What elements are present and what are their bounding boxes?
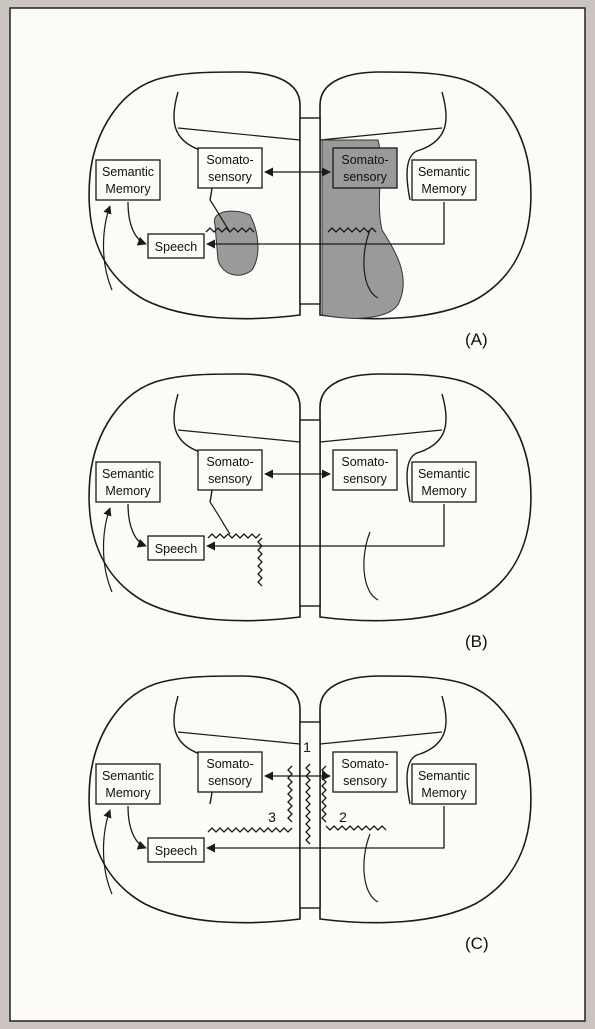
zigzag-left [205,227,255,233]
right-fissure-line [319,731,443,745]
semantic-right-l1: Semantic [418,165,470,179]
arrow-semantic-to-speech [127,503,147,548]
box-somatosensory-right [332,751,398,793]
zigzag-lesion-3-vertical [287,765,293,823]
right-fissure-line [319,127,443,141]
zigzag-lesion-2-vertical [321,765,327,823]
somatosensory-left-l2: sensory [208,170,253,184]
box-somatosensory-left [197,751,263,793]
corpus-callosum [299,419,321,607]
right-inner-contour [406,695,447,805]
somatosensory-left-l2: sensory [208,472,253,486]
somatosensory-right-l2: sensory [343,170,388,184]
box-somatosensory-left [197,147,263,189]
somatosensory-right-l1: Somato- [341,153,388,167]
right-inner-contour [406,91,447,201]
path-right-descending [363,229,379,299]
speech-label: Speech [155,844,197,858]
arrow-right-to-speech [206,202,445,249]
somatosensory-right-l1: Somato- [341,455,388,469]
corpus-callosum [299,117,321,305]
somatosensory-left-l1: Somato- [206,757,253,771]
arrow-left-ascending [102,205,113,291]
box-somatosensory-right [332,449,398,491]
semantic-left-l2: Memory [105,484,151,498]
somatosensory-left-l2: sensory [208,774,253,788]
panel-a-label: (A) [465,330,488,349]
zigzag-right [327,227,377,233]
lesion-number-3: 3 [268,809,276,825]
semantic-left-l1: Semantic [102,467,154,481]
panel-a: Somato- sensory Somato- sensory Semantic… [88,71,532,349]
arrow-semantic-to-speech [127,201,147,246]
arrow-left-ascending [102,507,113,593]
zigzag-lesion-1 [305,763,311,845]
speech-label: Speech [155,240,197,254]
right-fissure-line [319,429,443,443]
box-semantic-left [95,763,161,805]
left-hemisphere [88,373,301,622]
box-semantic-right [411,159,477,201]
left-hemisphere [88,675,301,924]
zigzag-lesion-2-horizontal [325,825,387,831]
lesion-number-2: 2 [339,809,347,825]
arrow-right-to-speech [206,806,445,853]
semantic-left-l2: Memory [105,786,151,800]
zigzag-lesion-3-horizontal [207,827,293,833]
panel-c: Somato- sensory Somato- sensory Semantic… [88,675,532,953]
left-fissure-line [177,731,301,745]
somatosensory-right-l2: sensory [343,774,388,788]
path-somato-to-speech [209,501,231,535]
semantic-right-l1: Semantic [418,769,470,783]
box-semantic-left [95,461,161,503]
box-somatosensory-right [332,147,398,189]
arrow-right-to-speech [206,504,445,551]
semantic-right-l2: Memory [421,786,467,800]
panel-c-label: (C) [465,934,489,953]
box-semantic-right [411,763,477,805]
box-semantic-right [411,461,477,503]
panel-b-label: (B) [465,632,488,651]
zigzag-horizontal [207,533,261,539]
path-right-descending [363,531,379,601]
box-somatosensory-left [197,449,263,491]
path-right-descending [363,833,379,903]
box-semantic-left [95,159,161,201]
somatosensory-left-l1: Somato- [206,455,253,469]
speech-label: Speech [155,542,197,556]
somatosensory-right-l1: Somato- [341,757,388,771]
right-inner-contour [406,393,447,503]
somatosensory-left-l1: Somato- [206,153,253,167]
somatosensory-right-l2: sensory [343,472,388,486]
semantic-right-l1: Semantic [418,467,470,481]
box-speech [147,535,205,561]
lesion-left [213,210,259,276]
panel-b: Somato- sensory Somato- sensory Semantic… [88,373,532,651]
left-fissure-line [177,429,301,443]
corpus-callosum [299,721,321,909]
left-fissure-line [177,127,301,141]
arrow-semantic-to-speech [127,805,147,850]
semantic-right-l2: Memory [421,182,467,196]
arrow-left-ascending [102,809,113,895]
zigzag-vertical [257,537,263,587]
semantic-right-l2: Memory [421,484,467,498]
semantic-left-l2: Memory [105,182,151,196]
semantic-left-l1: Semantic [102,769,154,783]
lesion-number-1: 1 [303,739,311,755]
box-speech [147,837,205,863]
box-speech [147,233,205,259]
semantic-left-l1: Semantic [102,165,154,179]
